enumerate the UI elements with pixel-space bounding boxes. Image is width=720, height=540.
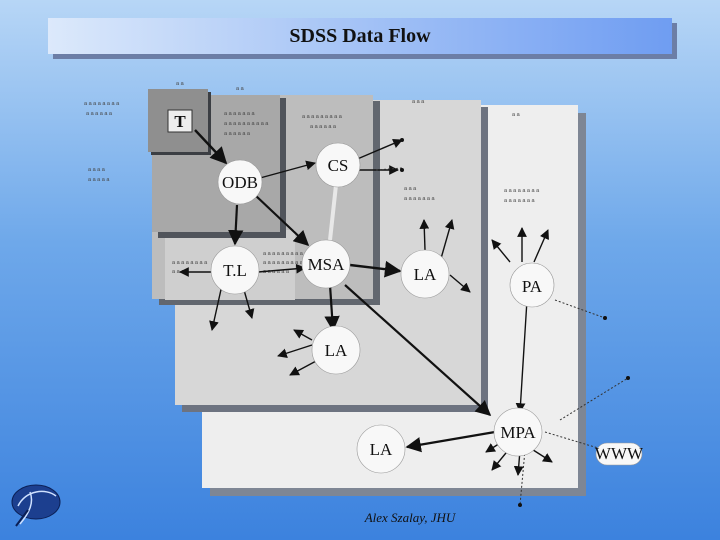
small-label-a: a a a a a a a a [84, 101, 120, 107]
arrow-odb-cs [259, 160, 316, 179]
node-la-bottom-circle [356, 424, 406, 474]
node-pa: PA [509, 262, 555, 308]
dotted-link-4 [519, 449, 526, 506]
node-t-label: T [174, 112, 186, 131]
arrow-odb-tl [228, 204, 244, 246]
author-credit: Alex Szalay, JHU [0, 510, 720, 526]
node-mpa-circle [493, 407, 543, 457]
arrow-pa-mpa [515, 299, 528, 413]
node-tl: T.L [210, 245, 260, 295]
endpoint-dot [518, 503, 522, 507]
small-label-n: a a a a a a a a a a a a [263, 251, 317, 257]
arrow-tl-msa [257, 263, 306, 274]
arrow-msa-cs [328, 184, 338, 241]
sdss-logo-icon [11, 484, 61, 527]
endpoint-dot [400, 138, 404, 142]
node-la-bottom: LA [356, 424, 406, 474]
node-tl-label: T.L [223, 261, 247, 280]
small-label-p: a a a a a a [263, 269, 290, 275]
small-label-u: a a a [412, 99, 425, 105]
node-odb-circle [217, 159, 263, 205]
node-www: WWW [595, 442, 644, 466]
dotted-link-2 [559, 377, 629, 421]
small-label-l: a a a a a a a a [504, 188, 540, 194]
node-cs-circle [315, 142, 361, 188]
node-mpa: MPA [493, 407, 543, 457]
small-label-i: a a a a a [88, 177, 110, 183]
dotted-link-5 [375, 167, 403, 171]
node-www-box [595, 442, 643, 466]
arrow-msa-la-right [349, 260, 402, 278]
arrow-pa-3 [533, 229, 549, 263]
arrow-mpa-la-bottom [405, 430, 496, 453]
node-t-box [167, 109, 193, 133]
small-label-r: a a a [172, 269, 185, 275]
small-label-q: a a a a a a a a [172, 260, 208, 266]
node-la-right: LA [400, 249, 450, 299]
arrow-la-mid-2 [293, 329, 313, 341]
small-label-s: a a [176, 81, 185, 87]
endpoint-dot [626, 376, 630, 380]
small-label-o: a a a a a a a a a [263, 260, 304, 266]
arrow-pa-1 [491, 239, 511, 263]
small-label-t: a a [236, 86, 245, 92]
arrow-la-r-3 [449, 274, 471, 293]
page-title: SDSS Data Flow [289, 24, 431, 47]
node-t: T [167, 109, 193, 133]
small-label-f: a a a a a a a a a [302, 114, 343, 120]
small-label-m: a a a a a a a [504, 198, 536, 204]
endpoint-dot [603, 316, 607, 320]
node-la-right-circle [400, 249, 450, 299]
node-cs-label: CS [328, 156, 349, 175]
small-label-g: a a a a a a [310, 124, 337, 130]
node-pa-circle [509, 262, 555, 308]
arrow-msa-la-mid [324, 284, 340, 332]
small-label-v: a a [512, 112, 521, 118]
dotted-link-1 [554, 299, 606, 319]
arrow-la-mid-3 [289, 359, 319, 376]
dotted-links [375, 167, 629, 506]
node-cs: CS [315, 142, 361, 188]
small-label-d: a a a a a a a a a a [224, 121, 269, 127]
node-la-mid-circle [311, 325, 361, 375]
arrow-msa-mpa [344, 284, 492, 417]
small-label-e: a a a a a a [224, 131, 251, 137]
small-label-c: a a a a a a a [224, 111, 256, 117]
node-tl-circle [210, 245, 260, 295]
arrow-la-r-2 [419, 219, 430, 251]
small-label-b: a a a a a a [86, 111, 113, 117]
small-label-j: a a a [404, 186, 417, 192]
node-odb: ODB [217, 159, 263, 205]
node-la-bottom-label: LA [370, 440, 393, 459]
small-label-h: a a a a [88, 167, 106, 173]
endpoint-dots [400, 138, 630, 507]
arrow-cs-out-1 [354, 138, 403, 161]
node-la-mid: LA [311, 325, 361, 375]
node-msa-circle [301, 239, 351, 289]
node-pa-label: PA [522, 277, 543, 296]
author-name: Alex Szalay, JHU [364, 510, 456, 525]
node-la-right-label: LA [414, 265, 437, 284]
node-msa: MSA [301, 239, 351, 289]
dotted-link-3 [544, 431, 599, 449]
small-labels: a a a a a a a a a a a a a a a a a a a a … [84, 81, 540, 275]
arrow-tl-1 [209, 284, 223, 331]
endpoint-dot [400, 168, 404, 172]
arrow-la-r-1 [439, 219, 455, 263]
arrow-la-mid-1 [277, 344, 313, 358]
small-label-k: a a a a a a a [404, 196, 436, 202]
node-www-label: WWW [595, 444, 644, 463]
arrow-tl-2 [243, 289, 255, 319]
node-odb-label: ODB [222, 173, 258, 192]
node-la-mid-label: LA [325, 341, 348, 360]
node-mpa-label: MPA [500, 423, 536, 442]
arrow-odb-msa [254, 194, 310, 247]
node-msa-label: MSA [308, 255, 346, 274]
title-bar: SDSS Data Flow [48, 18, 672, 54]
arrow-t-odb [194, 129, 228, 165]
